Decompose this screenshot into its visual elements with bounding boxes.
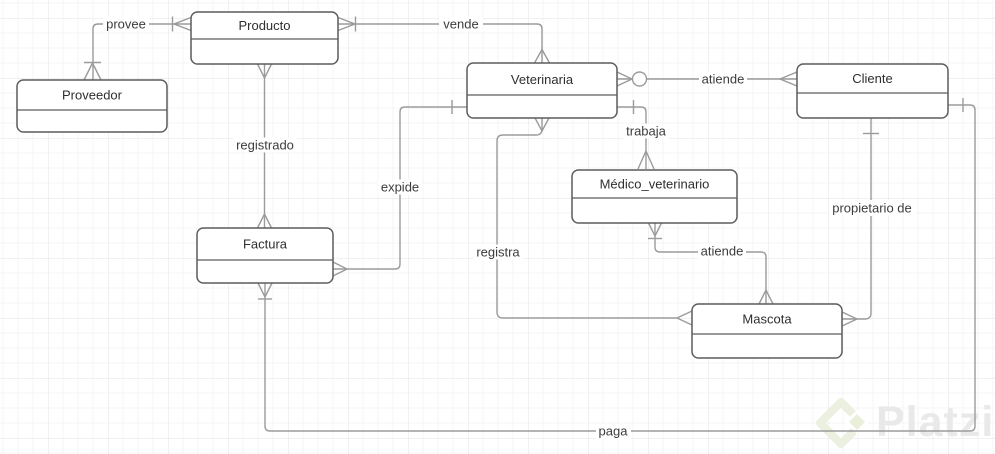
entity-mascota[interactable]: Mascota <box>691 303 843 359</box>
edge-label-registra: registra <box>476 245 520 260</box>
entity-mascota-box[interactable] <box>691 303 843 359</box>
entity-factura-box[interactable] <box>196 227 334 284</box>
label-bg-registra <box>473 244 523 260</box>
relationship-atiende-mascota[interactable]: atiende <box>647 221 774 305</box>
edge-trabaja-line[interactable] <box>617 106 647 169</box>
entity-veterinaria-box[interactable] <box>466 62 618 119</box>
entity-medico-veterinario[interactable]: Médico_veterinario <box>571 169 738 224</box>
crowfoot-factura-top <box>256 212 273 229</box>
label-bg-expide <box>378 179 422 195</box>
relationship-propietario-de[interactable]: propietario de <box>830 118 915 327</box>
label-bg-provee <box>103 16 149 32</box>
edge-label-trabaja: trabaja <box>626 124 667 139</box>
crowfoot-veterinaria-top <box>533 48 551 64</box>
entity-veterinaria[interactable]: Veterinaria <box>466 62 618 119</box>
label-bg-vende <box>439 16 483 32</box>
edge-label-paga: paga <box>599 424 629 439</box>
relationship-paga[interactable]: paga <box>257 98 976 439</box>
edge-label-atiende-cliente: atiende <box>702 72 745 87</box>
label-bg-registrado <box>233 137 297 153</box>
relationship-vende[interactable]: vende <box>337 16 551 64</box>
entity-mascota-title: Mascota <box>742 312 792 327</box>
crowfoot-factura-bottom <box>257 282 273 299</box>
edge-label-propietario: propietario de <box>832 201 912 216</box>
edge-registra-line[interactable] <box>496 117 677 319</box>
platzi-gem-notch-icon <box>844 409 870 435</box>
crowfoot-veterinaria-bottom <box>533 116 551 133</box>
entity-medico-title: Médico_veterinario <box>600 177 710 192</box>
edge-label-expide: expide <box>381 180 419 195</box>
entity-proveedor[interactable]: Proveedor <box>16 79 168 133</box>
edge-provee-line[interactable] <box>92 23 191 80</box>
entity-factura[interactable]: Factura <box>196 227 334 284</box>
platzi-watermark: Platzi <box>816 398 994 448</box>
edges: provee vende registrado expide <box>83 16 976 439</box>
circle-optional-veterinaria <box>631 71 648 87</box>
label-bg-atiende-mascota <box>698 243 746 259</box>
crowfoot-mascota-left <box>675 310 693 326</box>
crowfoot-medico-bottom <box>647 221 663 238</box>
edge-label-registrado: registrado <box>236 138 294 153</box>
crowfoot-medico-top <box>637 149 655 170</box>
entities: Proveedor Producto Veterinaria Cliente M… <box>16 11 949 359</box>
label-bg-atiende-cliente <box>699 71 747 87</box>
entity-veterinaria-title: Veterinaria <box>511 72 574 87</box>
crowfoot-producto-left <box>172 16 192 32</box>
entity-producto-title: Producto <box>238 18 290 33</box>
edge-vende-line[interactable] <box>338 23 543 63</box>
edge-propietario-line[interactable] <box>842 118 872 320</box>
entity-producto-box[interactable] <box>190 11 339 65</box>
crowfoot-producto-bottom <box>256 63 273 80</box>
entity-cliente[interactable]: Cliente <box>796 63 949 119</box>
entity-producto[interactable]: Producto <box>190 11 339 65</box>
entity-cliente-box[interactable] <box>796 63 949 119</box>
edge-label-vende: vende <box>443 17 478 32</box>
relationship-registra[interactable]: registra <box>473 116 693 326</box>
relationship-atiende-cliente[interactable]: atiende <box>616 71 798 87</box>
crowfoot-factura-right <box>332 261 349 277</box>
entity-proveedor-box[interactable] <box>16 79 168 133</box>
entity-proveedor-title: Proveedor <box>62 88 123 103</box>
edge-paga-line[interactable] <box>264 104 976 432</box>
entity-factura-title: Factura <box>243 237 288 252</box>
entity-cliente-title: Cliente <box>852 71 892 86</box>
crowfoot-mascota-top <box>758 288 774 305</box>
relationship-expide[interactable]: expide <box>332 100 467 277</box>
relationship-provee[interactable]: provee <box>83 16 192 81</box>
edge-label-atiende-mascota: atiende <box>701 244 744 259</box>
label-bg-paga <box>596 423 631 439</box>
crowfoot-mascota-right <box>841 311 859 327</box>
entity-medico-box[interactable] <box>571 169 738 224</box>
edge-label-provee: provee <box>106 17 146 32</box>
crowfoot-cliente-left <box>778 71 798 87</box>
relationship-registrado[interactable]: registrado <box>233 63 297 229</box>
relationship-trabaja[interactable]: trabaja <box>617 100 669 170</box>
watermark-brand-text: Platzi <box>876 398 994 446</box>
label-bg-propietario <box>830 200 915 216</box>
label-bg-trabaja <box>623 123 669 139</box>
